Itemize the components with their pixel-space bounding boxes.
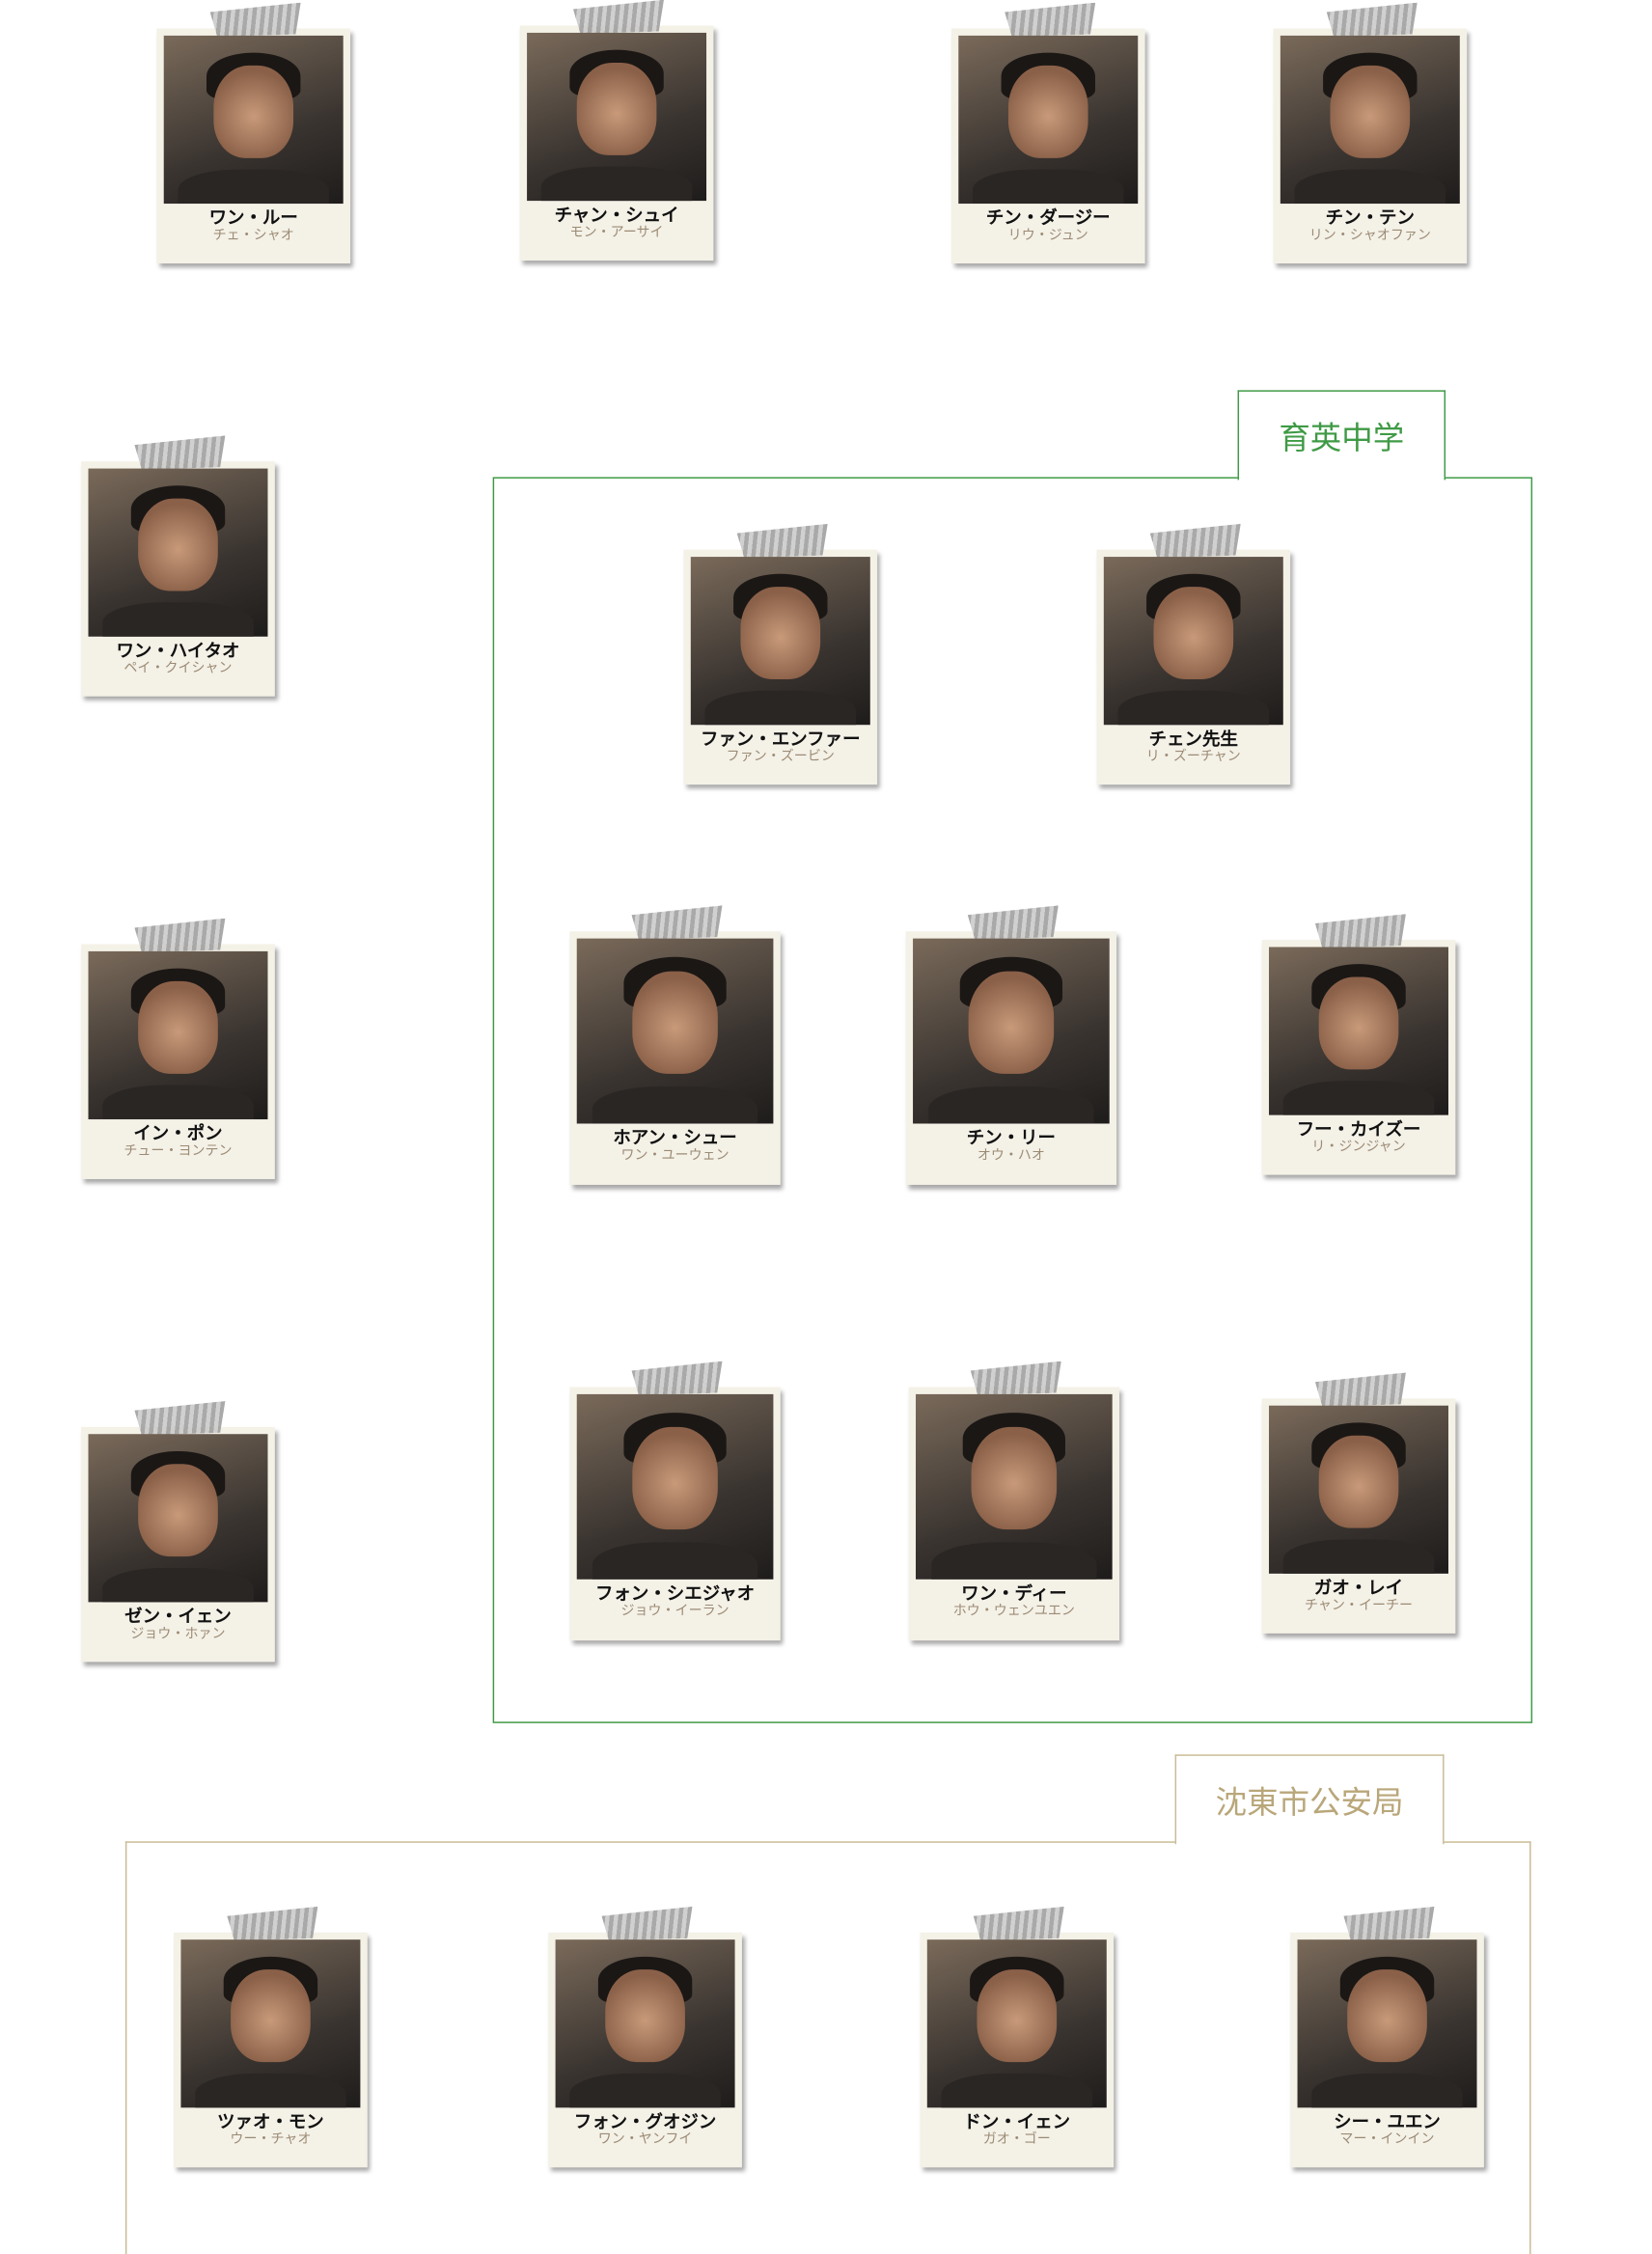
character-name: ワン・ディー: [961, 1581, 1067, 1604]
character-card[interactable]: フォン・シエジャオ ジョウ・イーラン: [569, 1388, 781, 1641]
character-card[interactable]: ドン・イェン ガオ・ゴー: [920, 1933, 1115, 2168]
character-name: ツァオ・モン: [217, 2110, 324, 2132]
character-name: フォン・シエジャオ: [594, 1581, 756, 1604]
actor-name: ジョウ・ホァン: [130, 1626, 226, 1642]
character-name: ワン・ルー: [208, 206, 298, 229]
character-photo: [926, 1939, 1107, 2108]
character-name: ゼン・イェン: [124, 1605, 232, 1627]
tape-decoration: [134, 919, 227, 956]
actor-name: リ・ジンジャン: [1311, 1139, 1406, 1155]
actor-name: チャン・イーチー: [1304, 1597, 1414, 1614]
character-name: ガオ・レイ: [1313, 1576, 1404, 1598]
character-name: チン・ダージー: [985, 206, 1111, 229]
character-photo: [690, 557, 870, 726]
character-photo: [576, 938, 774, 1124]
character-photo: [958, 35, 1139, 205]
character-name: ファン・エンファー: [701, 728, 861, 750]
character-photo: [916, 1393, 1113, 1580]
police-group-tab: 沈東市公安局: [1174, 1754, 1445, 1845]
actor-name: ガオ・ゴー: [982, 2131, 1051, 2148]
character-card[interactable]: ツァオ・モン ウー・チャオ: [174, 1933, 368, 2168]
character-card[interactable]: ワン・ルー チェ・シャオ: [156, 29, 351, 264]
character-name: シー・ユエン: [1334, 2110, 1441, 2132]
character-photo: [555, 1939, 735, 2108]
character-name: フー・カイズー: [1296, 1117, 1421, 1140]
tape-decoration: [1005, 3, 1097, 41]
character-card[interactable]: ホアン・シュー ワン・ユーウェン: [569, 931, 781, 1185]
actor-name: リ・ズーチャン: [1145, 749, 1241, 765]
character-photo: [1103, 557, 1283, 726]
actor-name: リン・シャオファン: [1308, 228, 1431, 244]
actor-name: ワン・ユーウェン: [620, 1147, 730, 1164]
actor-name: リウ・ジュン: [1007, 228, 1088, 244]
character-name: イン・ポン: [133, 1122, 223, 1144]
police-group-frame: [124, 1841, 1531, 2254]
character-card[interactable]: チェン先生 リ・ズーチャン: [1096, 550, 1291, 785]
actor-name: ホウ・ウェンユエン: [952, 1603, 1075, 1620]
actor-name: ファン・ズービン: [726, 749, 835, 765]
school-group-frame: [492, 477, 1533, 1723]
character-photo: [913, 938, 1110, 1124]
tape-decoration: [573, 0, 666, 38]
school-group-tab: 育英中学: [1237, 390, 1446, 481]
character-card[interactable]: ガオ・レイ チャン・イーチー: [1261, 1398, 1456, 1634]
actor-name: ワン・ヤンフイ: [597, 2131, 693, 2148]
actor-name: ジョウ・イーラン: [620, 1603, 730, 1620]
character-photo: [88, 468, 268, 637]
character-name: チャン・シュイ: [554, 204, 679, 226]
character-name: フォン・グオジン: [573, 2110, 717, 2132]
tape-decoration: [1327, 3, 1419, 41]
character-name: チン・テン: [1325, 206, 1415, 229]
school-group-label: 育英中学: [1279, 421, 1405, 457]
character-card[interactable]: ワン・ハイタオ ペイ・クイシャン: [81, 461, 275, 697]
character-photo: [180, 1939, 361, 2108]
character-card[interactable]: チャン・シュイ モン・アーサイ: [519, 26, 714, 261]
character-card[interactable]: ファン・エンファー ファン・ズービン: [683, 550, 878, 785]
character-card[interactable]: フォン・グオジン ワン・ヤンフイ: [548, 1933, 742, 2168]
tape-decoration: [209, 3, 302, 41]
actor-name: チェ・シャオ: [212, 228, 294, 244]
character-card[interactable]: チン・リー オウ・ハオ: [905, 931, 1117, 1185]
actor-name: ウー・チャオ: [230, 2131, 312, 2148]
character-card[interactable]: シー・ユエン マー・インイン: [1290, 1933, 1484, 2168]
actor-name: チュー・ヨンテン: [124, 1143, 233, 1160]
actor-name: オウ・ハオ: [977, 1147, 1045, 1164]
character-card[interactable]: ワン・ディー ホウ・ウェンユエン: [908, 1388, 1120, 1641]
actor-name: マー・インイン: [1339, 2131, 1435, 2148]
character-photo: [576, 1393, 774, 1580]
character-photo: [1297, 1939, 1477, 2108]
character-card[interactable]: フー・カイズー リ・ジンジャン: [1261, 940, 1456, 1175]
character-photo: [1269, 947, 1448, 1115]
character-card[interactable]: ゼン・イェン ジョウ・ホァン: [81, 1427, 275, 1663]
character-photo: [1280, 35, 1460, 205]
character-name: チン・リー: [966, 1126, 1057, 1148]
police-group-label: 沈東市公安局: [1215, 1785, 1404, 1822]
character-card[interactable]: チン・ダージー リウ・ジュン: [950, 29, 1145, 264]
character-card[interactable]: イン・ポン チュー・ヨンテン: [81, 945, 275, 1180]
character-name: ホアン・シュー: [613, 1126, 737, 1148]
character-name: チェン先生: [1148, 728, 1238, 750]
actor-name: ペイ・クイシャン: [124, 660, 233, 677]
tape-decoration: [134, 435, 227, 473]
character-photo: [527, 32, 707, 202]
character-photo: [1269, 1405, 1448, 1574]
character-name: ドン・イェン: [963, 2110, 1071, 2132]
character-card[interactable]: チン・テン リン・シャオファン: [1273, 29, 1468, 264]
character-photo: [163, 35, 344, 205]
character-name: ワン・ハイタオ: [116, 639, 240, 661]
character-photo: [88, 950, 268, 1120]
character-photo: [88, 1434, 268, 1603]
actor-name: モン・アーサイ: [569, 225, 664, 241]
tape-decoration: [134, 1401, 227, 1439]
